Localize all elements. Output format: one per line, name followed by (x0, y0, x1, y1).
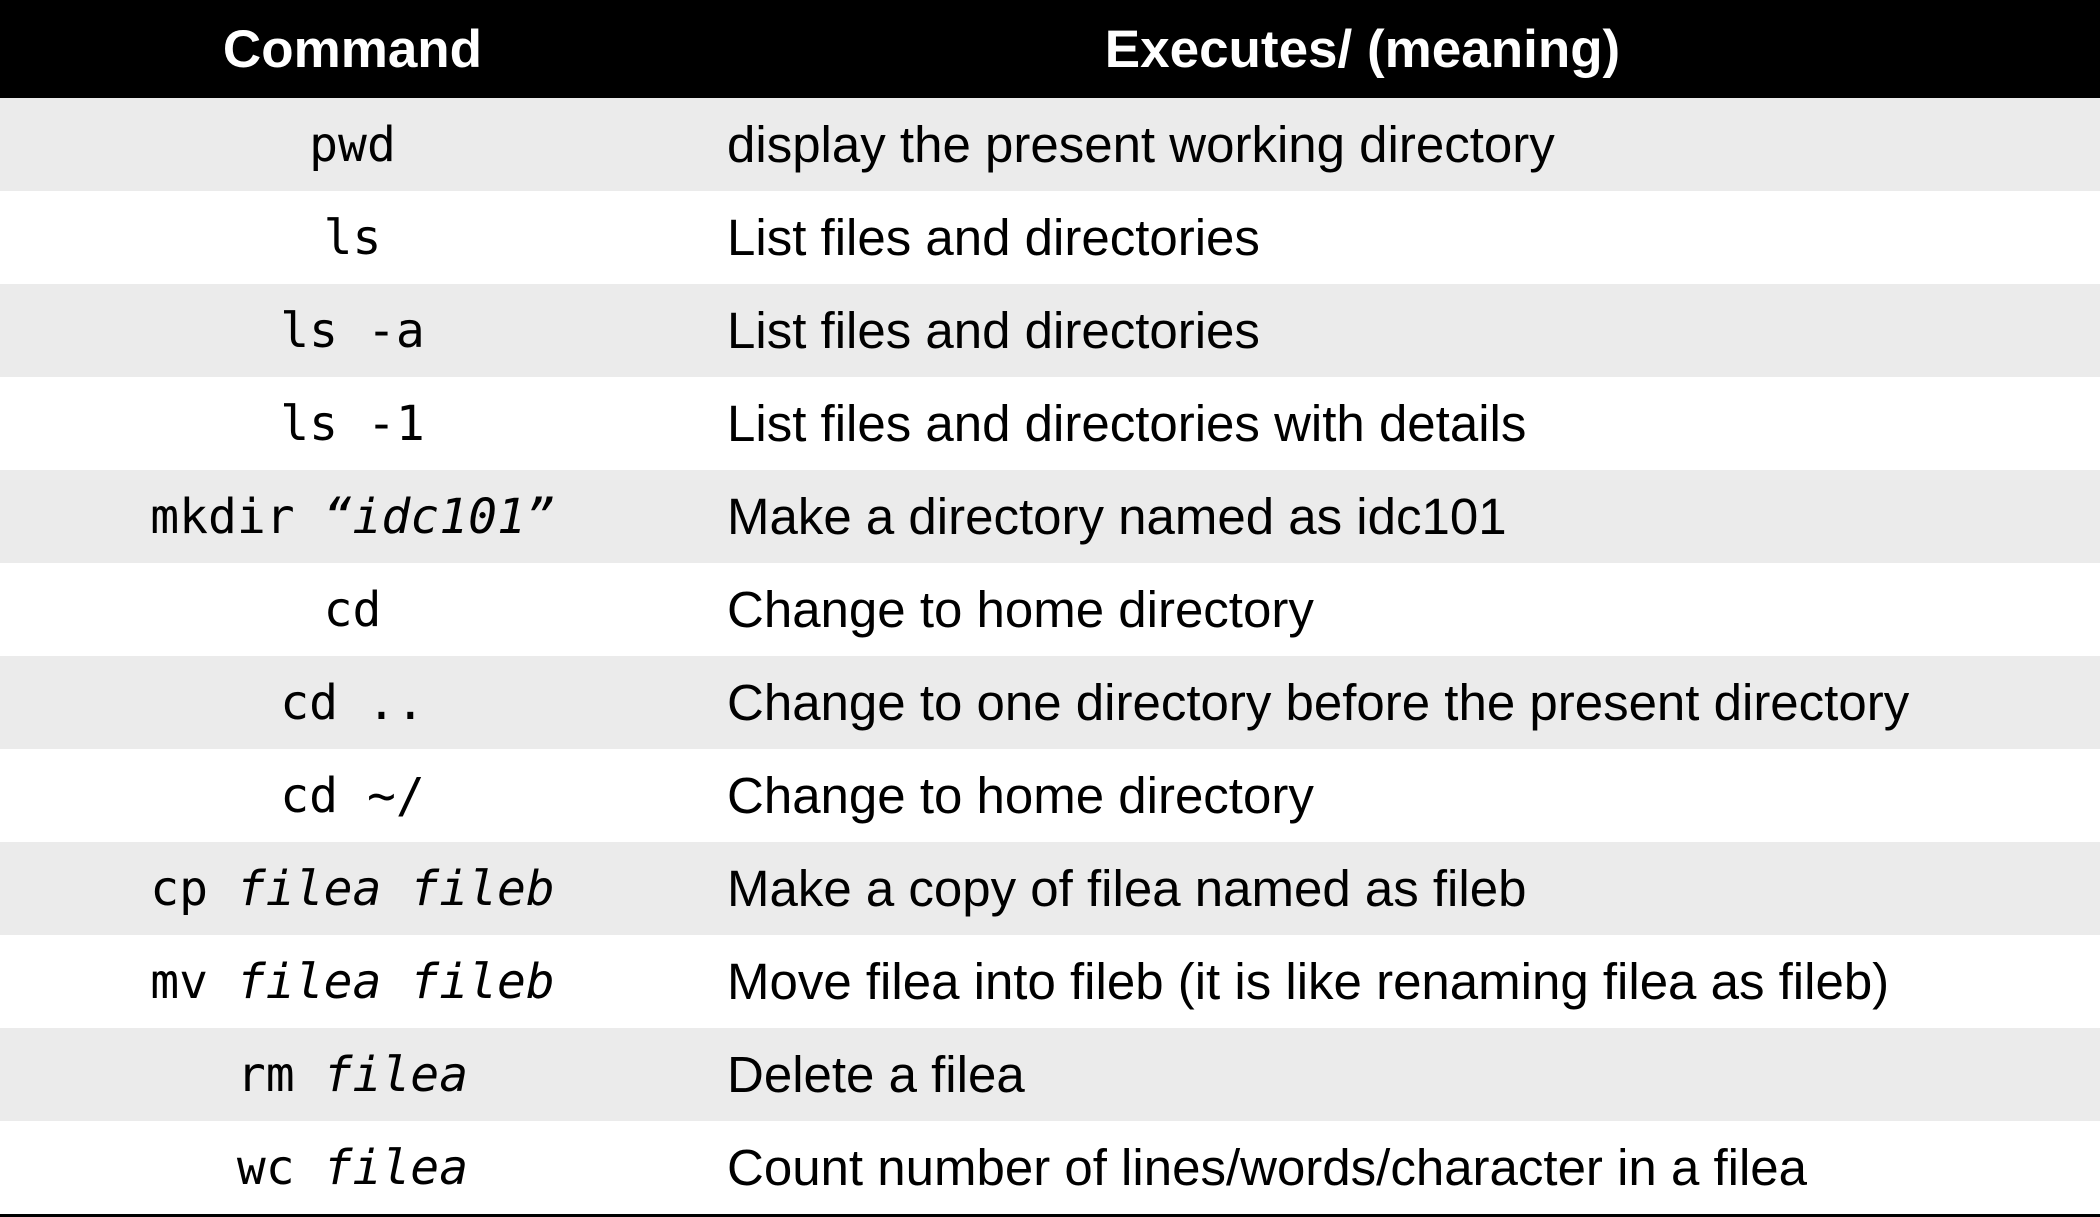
command-text: ls -a (280, 303, 425, 359)
command-cell: mv filea fileb (0, 935, 705, 1028)
meaning-cell: Count number of lines/words/character in… (705, 1121, 2100, 1214)
command-name: pwd (309, 116, 396, 173)
command-argument: filea fileb (236, 953, 555, 1010)
command-cell: ls -a (0, 284, 705, 377)
command-cell: ls (0, 191, 705, 284)
table-body: pwd display the present working director… (0, 98, 2100, 1214)
meaning-cell: Change to home directory (705, 749, 2100, 842)
meaning-text: Change to one directory before the prese… (727, 674, 1910, 731)
command-text: wc filea (237, 1140, 468, 1196)
meaning-cell: Move filea into fileb (it is like renami… (705, 935, 2100, 1028)
table-row: rm filea Delete a filea (0, 1028, 2100, 1121)
meaning-cell: Delete a filea (705, 1028, 2100, 1121)
table-row: wc filea Count number of lines/words/char… (0, 1121, 2100, 1214)
table-row: cp filea fileb Make a copy of filea named… (0, 842, 2100, 935)
table-row: ls -1 List files and directories with det… (0, 377, 2100, 470)
meaning-cell: List files and directories with details (705, 377, 2100, 470)
command-argument: filea (323, 1139, 469, 1196)
command-cell: cd ~/ (0, 749, 705, 842)
command-text: pwd (309, 117, 396, 173)
meaning-cell: Change to home directory (705, 563, 2100, 656)
command-name: cd (323, 581, 382, 638)
meaning-text: Change to home directory (727, 767, 1314, 824)
meaning-cell: Make a directory named as idc101 (705, 470, 2100, 563)
command-cell: mkdir “idc101” (0, 470, 705, 563)
table-row: cd Change to home directory (0, 563, 2100, 656)
command-argument: filea fileb (236, 860, 555, 917)
meaning-text: List files and directories with details (727, 395, 1527, 452)
table-row: pwd display the present working director… (0, 98, 2100, 191)
command-text: cd .. (280, 675, 425, 731)
command-text: ls -1 (280, 396, 425, 452)
command-name: rm (236, 1046, 324, 1103)
command-text: cd ~/ (280, 768, 425, 824)
table-row: ls List files and directories (0, 191, 2100, 284)
command-text: mkdir “idc101” (150, 489, 555, 545)
meaning-cell: display the present working directory (705, 98, 2100, 191)
table-row: cd .. Change to one directory before the … (0, 656, 2100, 749)
command-argument: filea (323, 1046, 469, 1103)
command-name: cd .. (280, 674, 425, 731)
meaning-cell: Change to one directory before the prese… (705, 656, 2100, 749)
header-command: Command (222, 19, 483, 79)
table-row: mv filea fileb Move filea into fileb (it … (0, 935, 2100, 1028)
meaning-text: Count number of lines/words/character in… (727, 1139, 1808, 1196)
header-meaning: Executes/ (meaning) (1104, 19, 1621, 79)
command-cell: cd .. (0, 656, 705, 749)
command-text: cp filea fileb (150, 861, 555, 917)
meaning-text: List files and directories (727, 302, 1260, 359)
command-name: cp (150, 860, 237, 917)
meaning-cell: Make a copy of filea named as fileb (705, 842, 2100, 935)
table-row: mkdir “idc101” Make a directory named as … (0, 470, 2100, 563)
command-name: cd ~/ (280, 767, 425, 824)
table-row: cd ~/ Change to home directory (0, 749, 2100, 842)
command-cell: pwd (0, 98, 705, 191)
meaning-cell: List files and directories (705, 191, 2100, 284)
command-name: mv (150, 953, 237, 1010)
meaning-text: Move filea into fileb (it is like renami… (727, 953, 1890, 1010)
command-text: mv filea fileb (150, 954, 555, 1010)
meaning-text: List files and directories (727, 209, 1260, 266)
table-row: ls -a List files and directories (0, 284, 2100, 377)
command-cell: cp filea fileb (0, 842, 705, 935)
meaning-text: Make a copy of filea named as fileb (727, 860, 1527, 917)
command-cell: ls -1 (0, 377, 705, 470)
table-header: Command Executes/ (meaning) (0, 0, 2100, 98)
command-name: ls (323, 209, 382, 266)
command-argument: “idc101” (323, 488, 555, 545)
command-text: ls (324, 210, 382, 266)
command-name: ls -1 (280, 395, 425, 452)
command-cell: rm filea (0, 1028, 705, 1121)
command-name: wc (236, 1139, 324, 1196)
meaning-text: Make a directory named as idc101 (727, 488, 1507, 545)
meaning-cell: List files and directories (705, 284, 2100, 377)
command-cell: wc filea (0, 1121, 705, 1214)
command-name: mkdir (150, 488, 324, 545)
command-cell: cd (0, 563, 705, 656)
command-text: cd (324, 582, 382, 638)
meaning-text: display the present working directory (727, 116, 1555, 173)
command-text: rm filea (237, 1047, 468, 1103)
command-name: ls -a (280, 302, 425, 359)
meaning-text: Change to home directory (727, 581, 1314, 638)
meaning-text: Delete a filea (727, 1046, 1025, 1103)
